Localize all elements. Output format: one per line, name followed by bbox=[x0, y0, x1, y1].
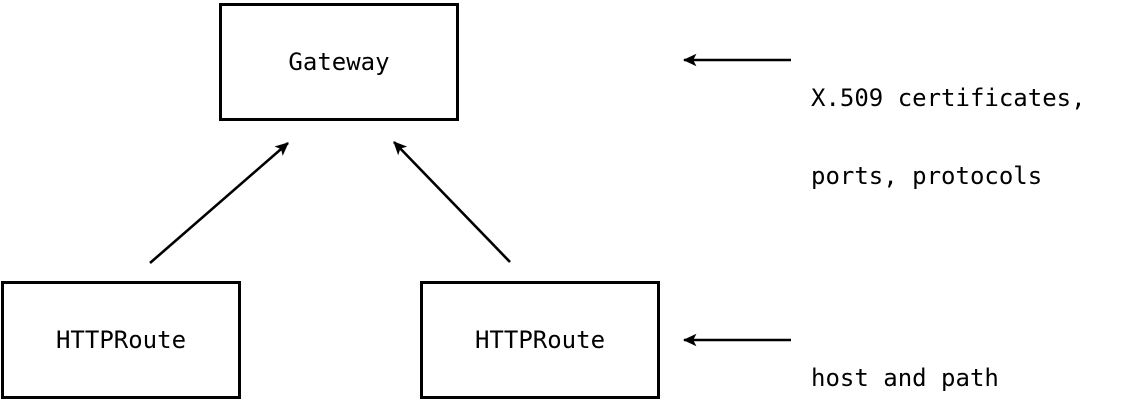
annotation-httproute: host and path matching bbox=[811, 313, 999, 402]
annotation-gateway-line-1: X.509 certificates, bbox=[811, 84, 1086, 112]
annotation-gateway-line-2: ports, protocols bbox=[811, 162, 1043, 190]
edge-left-route-to-gateway bbox=[149, 142, 289, 264]
node-httproute-right: HTTPRoute bbox=[420, 281, 660, 399]
node-gateway-label: Gateway bbox=[288, 48, 390, 76]
annotation-gateway: X.509 certificates, ports, protocols bbox=[811, 33, 1086, 241]
node-httproute-left: HTTPRoute bbox=[1, 281, 241, 399]
node-gateway: Gateway bbox=[219, 3, 459, 121]
node-httproute-right-label: HTTPRoute bbox=[474, 326, 606, 354]
annotation-httproute-line-1: host and path bbox=[811, 364, 999, 392]
node-httproute-left-label: HTTPRoute bbox=[55, 326, 187, 354]
edge-right-route-to-gateway bbox=[393, 141, 511, 263]
